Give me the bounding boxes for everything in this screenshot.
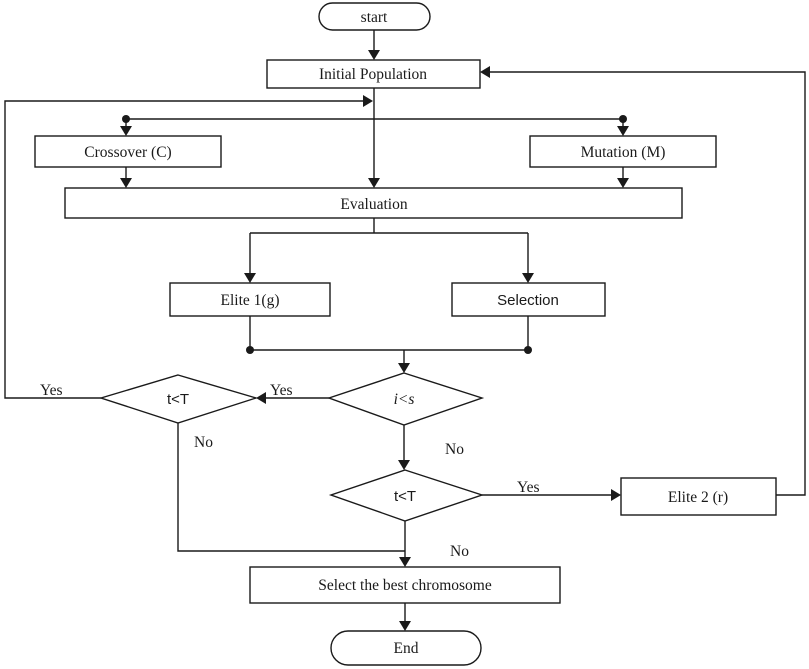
selection-node: Selection	[451, 282, 606, 317]
elite2-node: Elite 2 (r)	[620, 477, 777, 516]
edge-start-to-initial	[368, 30, 380, 60]
elite2-label: Elite 2 (r)	[668, 489, 728, 506]
evaluation-label: Evaluation	[340, 196, 407, 213]
decision-inner-label: i<s	[394, 391, 415, 408]
decision-outer-bottom-label: t<T	[394, 488, 416, 505]
evaluation-node: Evaluation	[64, 187, 683, 219]
edge-split-to-mutation	[617, 119, 629, 136]
edge-outer-bottom-no-to-best	[399, 521, 411, 567]
start-label: start	[361, 9, 388, 26]
select-best-label: Select the best chromosome	[318, 577, 492, 594]
edge-outer-left-no-to-best	[177, 423, 405, 552]
decision-outer-left-label: t<T	[167, 391, 189, 408]
decision-inner-node: i<s	[326, 372, 485, 426]
label-inner-yes: Yes	[270, 382, 293, 399]
start-node: start	[318, 2, 431, 31]
elite1-node: Elite 1(g)	[169, 282, 331, 317]
edge-outer-bottom-yes-to-elite2	[482, 489, 621, 501]
crossover-label: Crossover (C)	[84, 144, 171, 161]
edge-merge-bar	[246, 316, 532, 354]
label-outer-left-yes: Yes	[40, 382, 63, 399]
initial-population-node: Initial Population	[266, 59, 481, 89]
label-inner-no: No	[445, 441, 464, 458]
merge-dot-right	[524, 346, 532, 354]
merge-dot-left	[246, 346, 254, 354]
edge-inner-no-to-outer-bottom	[398, 425, 410, 470]
label-outer-bottom-no: No	[450, 543, 469, 560]
initial-population-label: Initial Population	[319, 66, 427, 83]
mutation-node: Mutation (M)	[529, 135, 717, 168]
edge-mutation-to-evaluation	[617, 167, 629, 188]
edge-crossover-to-evaluation	[120, 167, 132, 188]
edge-evaluation-to-elite1	[244, 233, 256, 283]
selection-label: Selection	[497, 292, 559, 309]
end-node: End	[330, 630, 482, 666]
decision-outer-bottom-node: t<T	[328, 469, 485, 522]
edge-split-to-crossover	[120, 119, 132, 136]
edge-merge-to-inner-decision	[398, 350, 410, 373]
label-outer-left-no: No	[194, 434, 213, 451]
end-label: End	[394, 640, 419, 657]
edge-inner-yes-to-outer-left	[256, 392, 329, 404]
edge-best-to-end	[399, 603, 411, 631]
edge-evaluation-split	[250, 218, 528, 234]
edge-elite2-loop-to-initial	[480, 66, 806, 496]
select-best-node: Select the best chromosome	[249, 566, 561, 604]
edge-outer-left-yes-loop	[4, 95, 373, 399]
elite1-label: Elite 1(g)	[221, 292, 280, 309]
label-outer-bottom-yes: Yes	[517, 479, 540, 496]
crossover-node: Crossover (C)	[34, 135, 222, 168]
edge-initial-to-evaluation	[368, 88, 380, 188]
edge-evaluation-to-selection	[522, 233, 534, 283]
mutation-label: Mutation (M)	[581, 144, 666, 161]
decision-outer-left-node: t<T	[98, 374, 259, 424]
